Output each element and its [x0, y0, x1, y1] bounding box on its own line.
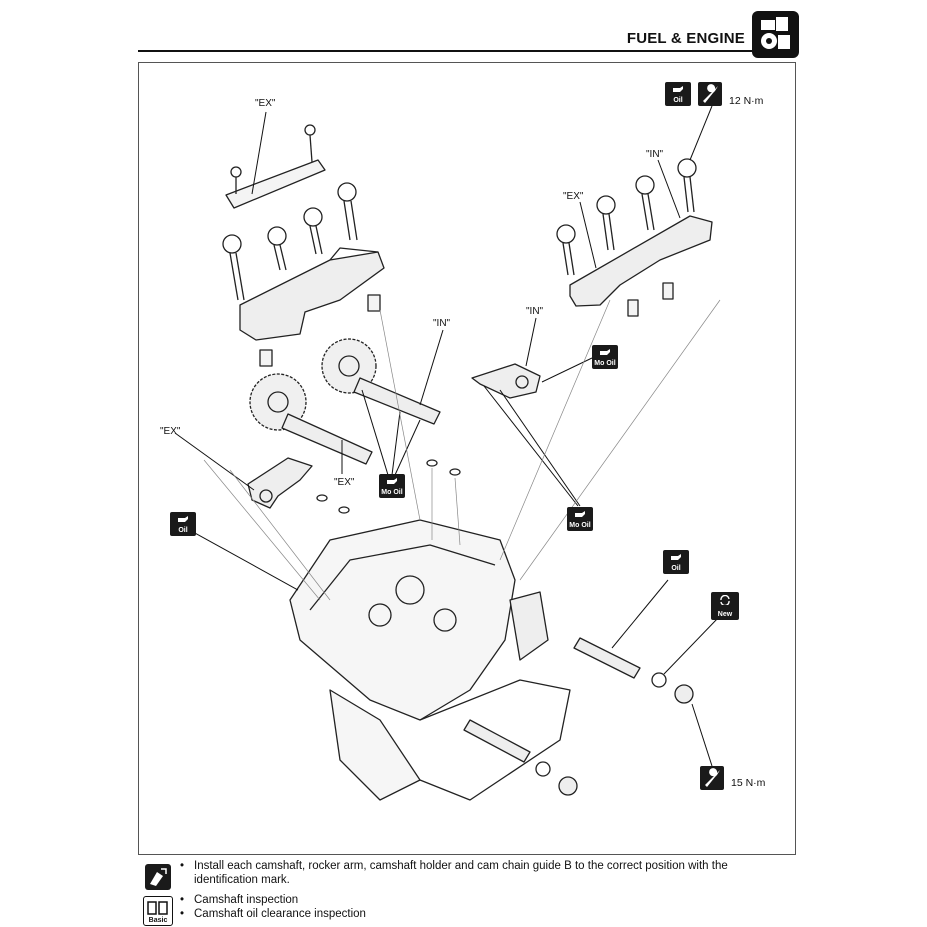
replace-new-icon: New — [711, 592, 739, 620]
install-note-line-2: identification mark. — [194, 874, 290, 886]
reference-note: • Camshaft inspection • Camshaft oil cle… — [180, 893, 580, 923]
basic-book-icon: Basic — [143, 896, 173, 926]
mo-oil-icon: Mo Oil — [379, 474, 405, 498]
oil-icon: Oil — [663, 550, 689, 574]
label-in-rocker: "IN" — [526, 306, 544, 317]
wrench-icon — [700, 766, 724, 790]
oil-badge-label: Oil — [671, 565, 681, 572]
torque-holder-bolt: 12 N·m — [729, 95, 764, 107]
section-title: FUEL & ENGINE — [626, 30, 745, 47]
new-badge-label: New — [717, 611, 733, 618]
label-ex-camshaft: "EX" — [334, 477, 355, 488]
illustration-frame — [138, 62, 796, 855]
mo-oil-badge-label: Mo Oil — [569, 522, 591, 529]
mo-oil-badge-label: Mo Oil — [594, 360, 616, 367]
header-rule — [138, 50, 753, 52]
install-note-line-1: Install each camshaft, rocker arm, camsh… — [194, 860, 728, 872]
oil-icon: Oil — [665, 82, 691, 106]
mo-oil-icon: Mo Oil — [592, 345, 618, 369]
mo-oil-badge-label: Mo Oil — [381, 489, 403, 496]
label-ex-rocker: "EX" — [160, 426, 181, 437]
oil-badge-label: Oil — [673, 97, 683, 104]
label-ex-top-left: "EX" — [255, 98, 276, 109]
reference-link-camshaft-inspection[interactable]: Camshaft inspection — [194, 894, 299, 906]
torque-plug-bolt: 15 N·m — [731, 777, 766, 789]
oil-badge-label: Oil — [178, 527, 188, 534]
label-in-camshaft: "IN" — [433, 318, 451, 329]
bolt-group-left — [222, 124, 358, 301]
wrench-icon — [698, 82, 722, 106]
bullet: • — [180, 894, 185, 906]
label-in-top-right: "IN" — [646, 149, 664, 160]
basic-label: Basic — [148, 917, 168, 924]
identification-mark-icon — [145, 864, 171, 890]
bullet: • — [180, 908, 185, 920]
oil-icon: Oil — [170, 512, 196, 536]
mo-oil-icon: Mo Oil — [567, 507, 593, 531]
bullet: • — [180, 860, 185, 872]
install-note: • Install each camshaft, rocker arm, cam… — [180, 859, 800, 889]
engine-icon — [752, 11, 799, 58]
label-ex-top-right: "EX" — [563, 191, 584, 202]
bolt-group-right — [556, 158, 697, 276]
reference-link-oil-clearance-inspection[interactable]: Camshaft oil clearance inspection — [194, 908, 366, 920]
